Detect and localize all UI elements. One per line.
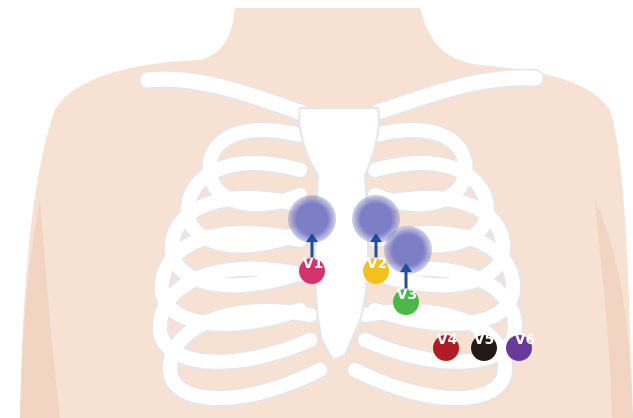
electrode-v1-label: V1 bbox=[303, 256, 324, 272]
electrode-v2: V2 bbox=[363, 256, 389, 284]
electrode-v3-label: V3 bbox=[397, 287, 418, 303]
electrode-v4: V4 bbox=[433, 332, 459, 361]
electrode-v4-label: V4 bbox=[437, 332, 458, 348]
electrode-v3: V3 bbox=[393, 287, 419, 315]
electrode-v2-label: V2 bbox=[367, 256, 388, 272]
electrode-v6-label: V6 bbox=[515, 332, 536, 348]
electrode-v5-label: V5 bbox=[474, 332, 495, 348]
electrode-v5: V5 bbox=[471, 332, 497, 361]
electrode-v1: V1 bbox=[299, 256, 325, 284]
